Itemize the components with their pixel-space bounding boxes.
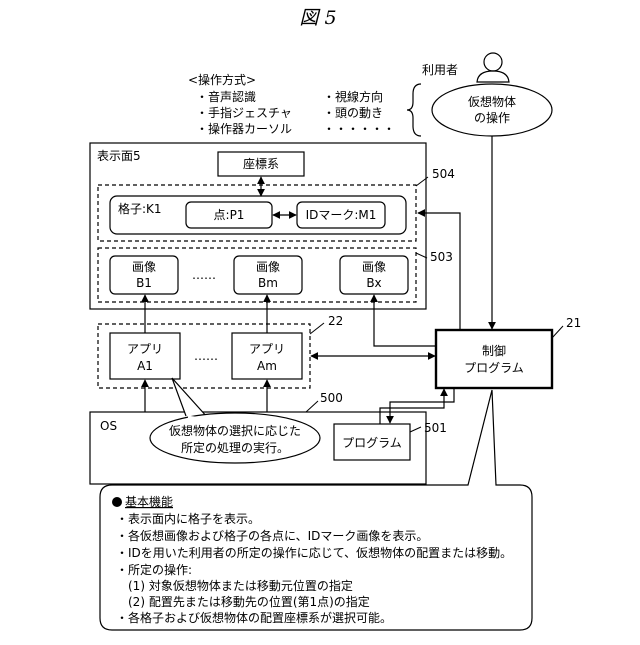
basic-line-6: (2) 配置先または移動先の位置(第1点)の指定 xyxy=(128,594,370,609)
leader-501 xyxy=(410,427,421,432)
leader-500 xyxy=(306,401,318,412)
bullet-icon xyxy=(112,497,122,507)
arrow-control-to-504 xyxy=(418,213,460,330)
method-head: ・頭の動き xyxy=(323,106,383,120)
os-bubble-line2: 所定の処理の実行。 xyxy=(181,440,289,455)
control-program-line2: プログラム xyxy=(464,361,524,375)
ref-21: 21 xyxy=(566,316,581,330)
os-label: OS xyxy=(100,419,117,433)
method-gaze: ・視線方向 xyxy=(323,89,383,104)
leader-22 xyxy=(310,323,324,334)
program-label: プログラム xyxy=(342,436,402,450)
app-am-line1: アプリ xyxy=(249,342,285,356)
image-b1-line1: 画像 xyxy=(132,260,156,274)
image-bm-line1: 画像 xyxy=(256,260,280,274)
image-b1-line2: B1 xyxy=(136,276,152,290)
basic-line-2: ・各仮想画像および格子の各点に、IDマーク画像を表示。 xyxy=(116,528,428,543)
app-a1-line1: アプリ xyxy=(127,342,163,356)
control-program-line1: 制御 xyxy=(482,343,506,358)
coordinate-system-label: 座標系 xyxy=(243,156,279,171)
basic-line-5: (1) 対象仮想物体または移動元位置の指定 xyxy=(128,578,353,593)
figure-title: 図 5 xyxy=(299,7,336,29)
basic-line-7: ・各格子および仮想物体の配置座標系が選択可能。 xyxy=(116,610,392,625)
point-label: 点:P1 xyxy=(214,208,245,222)
ref-22: 22 xyxy=(328,314,343,328)
grid-label: 格子:K1 xyxy=(118,201,162,216)
os-bubble xyxy=(150,413,320,463)
user-icon xyxy=(477,53,509,82)
ref-504: 504 xyxy=(432,167,455,181)
method-gesture: ・手指ジェスチャ xyxy=(196,105,292,120)
id-mark-label: IDマーク:M1 xyxy=(306,208,377,222)
image-bx-line2: Bx xyxy=(366,276,381,290)
method-cursor: ・操作器カーソル xyxy=(196,121,292,136)
basic-line-3: ・IDを用いた利用者の所定の操作に応じて、仮想物体の配置または移動。 xyxy=(116,545,512,560)
operation-bubble-line1: 仮想物体 xyxy=(468,94,516,109)
ref-500: 500 xyxy=(320,391,343,405)
ref-501: 501 xyxy=(424,421,447,435)
method-more: ・・・・・・ xyxy=(323,122,395,136)
images-ellipsis: …… xyxy=(192,268,216,282)
operation-bubble-line2: の操作 xyxy=(474,110,510,125)
user-label: 利用者 xyxy=(422,63,458,77)
methods-heading: <操作方式> xyxy=(188,72,256,87)
operation-bubble xyxy=(432,84,552,136)
control-program-box xyxy=(436,330,552,388)
app-a1-line2: A1 xyxy=(137,359,153,373)
display-label: 表示面5 xyxy=(97,149,141,163)
method-voice: ・音声認識 xyxy=(196,89,256,104)
image-bx-line1: 画像 xyxy=(362,260,386,274)
app-am-line2: Am xyxy=(257,359,277,373)
apps-ellipsis: …… xyxy=(194,349,218,363)
image-bm-line2: Bm xyxy=(258,276,278,290)
leader-503 xyxy=(416,253,427,258)
leader-21 xyxy=(552,326,563,338)
basic-heading: 基本機能 xyxy=(125,494,173,509)
basic-line-4: ・所定の操作: xyxy=(116,562,192,577)
operation-methods: <操作方式> ・音声認識 ・手指ジェスチャ ・操作器カーソル ・視線方向 ・頭の… xyxy=(188,72,395,136)
arrow-control-to-bx xyxy=(374,295,436,346)
methods-brace xyxy=(407,84,421,136)
os-bubble-line1: 仮想物体の選択に応じた xyxy=(169,423,301,438)
ref-503: 503 xyxy=(430,250,453,264)
basic-line-1: ・表示面内に格子を表示。 xyxy=(116,511,260,526)
